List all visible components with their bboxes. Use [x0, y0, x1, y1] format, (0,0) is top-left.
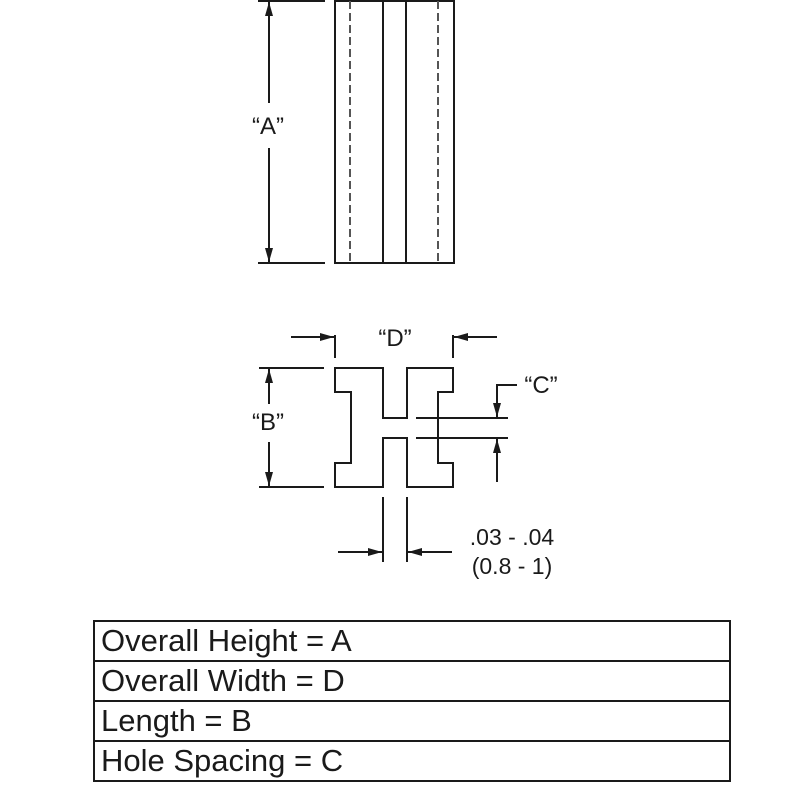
dimension-legend-table: Overall Height = A Overall Width = D Len…: [93, 620, 731, 782]
table-row: Length = B: [93, 700, 731, 742]
label-thickness-mm: (0.8 - 1): [472, 553, 553, 579]
table-row: Overall Width = D: [93, 660, 731, 702]
table-cell: Overall Height = A: [93, 620, 731, 662]
dimension-c: [416, 384, 517, 482]
label-d: “D”: [378, 325, 411, 352]
table-row: Hole Spacing = C: [93, 740, 731, 782]
dimension-thickness: [338, 497, 452, 562]
label-thickness-in: .03 - .04: [470, 524, 555, 550]
table-row: Overall Height = A: [93, 620, 731, 662]
label-b: “B”: [252, 409, 284, 436]
table-cell: Hole Spacing = C: [93, 740, 731, 782]
table-cell: Overall Width = D: [93, 660, 731, 702]
table-cell: Length = B: [93, 700, 731, 742]
side-view: [334, 0, 455, 264]
dimension-b: [259, 367, 324, 488]
dimension-d: [291, 333, 497, 358]
label-c: “C”: [524, 372, 557, 399]
dimension-a: [258, 0, 325, 264]
label-a: “A”: [252, 113, 284, 140]
h-profile: [334, 367, 454, 488]
